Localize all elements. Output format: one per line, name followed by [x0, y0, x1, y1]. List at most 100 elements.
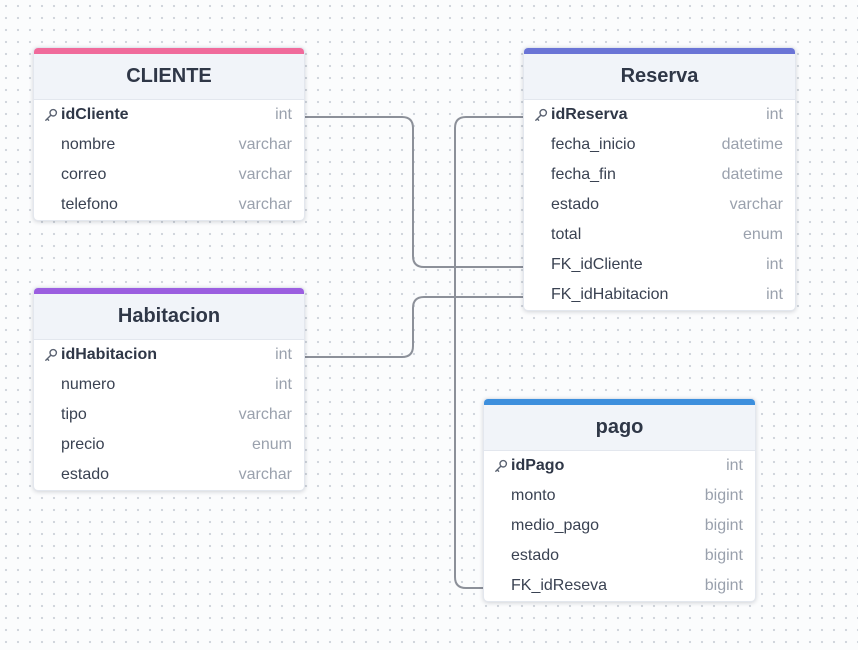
- connector-habitacion-reserva: [303, 296, 523, 358]
- field-row[interactable]: idHabitacion int: [34, 340, 304, 370]
- field-type: bigint: [704, 577, 743, 594]
- field-row[interactable]: estado bigint: [484, 541, 755, 571]
- field-name: idHabitacion: [61, 346, 158, 363]
- field-type: int: [726, 457, 743, 474]
- table-color-bar: [34, 48, 304, 54]
- field-name: FK_idReseva: [511, 577, 608, 594]
- field-type: bigint: [704, 517, 743, 534]
- field-type: varchar: [238, 196, 292, 213]
- field-row[interactable]: precio enum: [34, 430, 304, 460]
- field-name: estado: [511, 547, 560, 564]
- field-row[interactable]: FK_idHabitacion int: [524, 280, 795, 310]
- field-left: estado: [534, 196, 599, 214]
- field-name: fecha_fin: [551, 166, 616, 183]
- field-type: int: [275, 376, 292, 393]
- field-type: varchar: [729, 196, 783, 213]
- field-left: numero: [44, 376, 115, 394]
- field-left: FK_idCliente: [534, 256, 643, 274]
- field-row[interactable]: idReserva int: [524, 100, 795, 130]
- field-name: FK_idCliente: [551, 256, 643, 273]
- field-name: idCliente: [61, 106, 129, 123]
- field-type: varchar: [238, 166, 292, 183]
- field-left: medio_pago: [494, 517, 599, 535]
- field-type: varchar: [238, 466, 292, 483]
- field-type: varchar: [238, 406, 292, 423]
- table-color-bar: [484, 399, 755, 405]
- field-left: telefono: [44, 196, 118, 214]
- field-row[interactable]: estado varchar: [34, 460, 304, 490]
- table-title[interactable]: Habitacion: [34, 294, 304, 340]
- field-row[interactable]: tipo varchar: [34, 400, 304, 430]
- field-name: fecha_inicio: [551, 136, 636, 153]
- connector-cliente-reserva: [303, 116, 523, 268]
- table-title[interactable]: CLIENTE: [34, 54, 304, 100]
- field-type: int: [275, 346, 292, 363]
- field-row[interactable]: numero int: [34, 370, 304, 400]
- field-type: int: [766, 286, 783, 303]
- table-color-bar: [34, 288, 304, 294]
- field-left: FK_idHabitacion: [534, 286, 668, 304]
- field-name: medio_pago: [511, 517, 600, 534]
- field-row[interactable]: FK_idReseva bigint: [484, 571, 755, 601]
- field-name: estado: [61, 466, 110, 483]
- key-icon: [44, 348, 61, 362]
- field-name: tipo: [61, 406, 87, 423]
- field-row[interactable]: telefono varchar: [34, 190, 304, 220]
- field-name: correo: [61, 166, 107, 183]
- field-left: precio: [44, 436, 105, 454]
- field-left: estado: [494, 547, 559, 565]
- field-type: bigint: [704, 547, 743, 564]
- field-left: tipo: [44, 406, 87, 424]
- field-left: nombre: [44, 136, 115, 154]
- field-type: bigint: [704, 487, 743, 504]
- field-type: int: [275, 106, 292, 123]
- field-left: idCliente: [44, 106, 129, 124]
- field-row[interactable]: correo varchar: [34, 160, 304, 190]
- field-left: fecha_inicio: [534, 136, 636, 154]
- field-row[interactable]: nombre varchar: [34, 130, 304, 160]
- field-type: int: [766, 106, 783, 123]
- field-row[interactable]: estado varchar: [524, 190, 795, 220]
- field-left: FK_idReseva: [494, 577, 607, 595]
- field-name: nombre: [61, 136, 116, 153]
- field-type: int: [766, 256, 783, 273]
- field-row[interactable]: total enum: [524, 220, 795, 250]
- table-color-bar: [524, 48, 795, 54]
- table-title[interactable]: pago: [484, 405, 755, 451]
- key-icon: [494, 459, 511, 473]
- field-left: correo: [44, 166, 106, 184]
- field-name: numero: [61, 376, 116, 393]
- table-title[interactable]: Reserva: [524, 54, 795, 100]
- key-icon: [534, 108, 551, 122]
- field-list: idHabitacion int numero int tipo varchar preci…: [34, 340, 304, 490]
- field-left: idReserva: [534, 106, 628, 124]
- field-row[interactable]: medio_pago bigint: [484, 511, 755, 541]
- field-name: precio: [61, 436, 105, 453]
- field-left: fecha_fin: [534, 166, 616, 184]
- field-left: total: [534, 226, 581, 244]
- field-left: idHabitacion: [44, 346, 157, 364]
- table-cliente[interactable]: CLIENTE idCliente int nombre varchar correo v…: [33, 47, 305, 221]
- field-left: monto: [494, 487, 555, 505]
- field-row[interactable]: idCliente int: [34, 100, 304, 130]
- field-type: varchar: [238, 136, 292, 153]
- field-name: total: [551, 226, 582, 243]
- key-icon: [44, 108, 61, 122]
- field-name: telefono: [61, 196, 118, 213]
- field-type: enum: [251, 436, 292, 453]
- field-row[interactable]: FK_idCliente int: [524, 250, 795, 280]
- table-habitacion[interactable]: Habitacion idHabitacion int numero int tipo v…: [33, 287, 305, 491]
- field-row[interactable]: monto bigint: [484, 481, 755, 511]
- field-name: FK_idHabitacion: [551, 286, 669, 303]
- field-type: enum: [742, 226, 783, 243]
- field-name: idReserva: [551, 106, 628, 123]
- field-name: monto: [511, 487, 556, 504]
